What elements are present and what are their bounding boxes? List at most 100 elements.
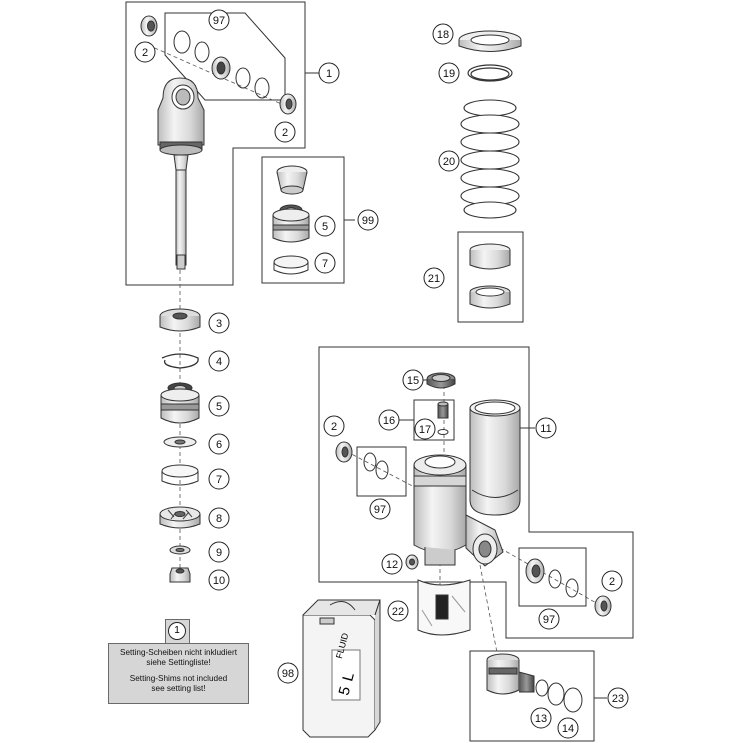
- callout-number: 13: [535, 713, 547, 725]
- callout-circle: [432, 23, 454, 45]
- group-box-spring-seat: [457, 231, 524, 323]
- part-circlip-4: [161, 353, 199, 369]
- part-top-cap-3: [159, 308, 201, 332]
- callout-number: 9: [216, 547, 222, 559]
- callout-2: 2: [134, 41, 156, 63]
- group-box-o-rings-97-right: [518, 547, 587, 607]
- callout-number: 97: [543, 614, 555, 626]
- group-box-damper-body: [318, 346, 634, 639]
- callout-number: 1: [326, 68, 332, 80]
- callout-circle: [357, 209, 379, 231]
- part-reservoir-cylinder: [469, 399, 521, 516]
- callout-9: 9: [208, 541, 230, 563]
- callout-circle: [208, 9, 230, 31]
- callout-circle: [208, 468, 230, 490]
- part-guide-ring-7-kit: [273, 255, 309, 275]
- note-line-en-1: Setting-Shims not included: [129, 674, 228, 683]
- callout-10: 10: [208, 569, 230, 591]
- part-piston-rod-eye: [157, 77, 205, 270]
- callout-number: 2: [609, 576, 615, 588]
- part-spring-retainer-18: [458, 30, 522, 52]
- callout-circle: [423, 267, 445, 289]
- callout-circle: [208, 312, 230, 334]
- callout-number: 97: [374, 504, 386, 516]
- callout-number: 2: [331, 421, 337, 433]
- callout-7: 7: [314, 252, 336, 274]
- callout-number: 6: [216, 439, 222, 451]
- part-bearing-97-right: [525, 558, 579, 598]
- note-ref-callout: 1: [168, 622, 186, 640]
- callout-number: 12: [386, 559, 398, 571]
- callout-circle: [557, 717, 579, 739]
- note-line-de-2: siehe Settingliste!: [146, 658, 211, 667]
- callout-circle: [607, 687, 629, 709]
- callout-circle: [378, 409, 400, 431]
- part-bushing-2-body-left: [335, 441, 353, 463]
- callout-23: 23: [607, 687, 629, 709]
- callout-circle: [538, 608, 560, 630]
- callout-number: 16: [383, 415, 395, 427]
- callout-17: 17: [414, 418, 436, 440]
- callout-4: 4: [208, 350, 230, 372]
- callout-number: 97: [213, 15, 225, 27]
- callout-circle: [369, 498, 391, 520]
- callout-number: 2: [142, 47, 148, 59]
- group-box-adjuster-23: [469, 650, 595, 742]
- callout-19: 19: [438, 62, 460, 84]
- callout-circle: [274, 121, 296, 143]
- callout-5: 5: [208, 395, 230, 417]
- callout-number: 99: [362, 215, 374, 227]
- callout-circle: [208, 350, 230, 372]
- callout-circle: [402, 369, 424, 391]
- callout-99: 99: [357, 209, 379, 231]
- callout-circle: [323, 415, 345, 437]
- callout-number: 11: [540, 423, 551, 435]
- callout-12: 12: [381, 553, 403, 575]
- callout-circle: [601, 570, 623, 592]
- callout-number: 14: [562, 723, 574, 735]
- note-line-en-2: see setting list!: [151, 684, 206, 693]
- callout-circle: [530, 707, 552, 729]
- callout-98: 98: [277, 662, 299, 684]
- callout-circle: [381, 553, 403, 575]
- part-coil-spring-20: [460, 99, 520, 219]
- callout-number: 18: [437, 29, 449, 41]
- setting-shims-note: Setting-Scheiben nicht inkludiert siehe …: [108, 643, 249, 704]
- callout-number: 7: [216, 474, 222, 486]
- part-bushing-2-right: [594, 595, 612, 617]
- part-washer-9: [169, 545, 191, 555]
- callout-number: 15: [407, 375, 419, 387]
- callout-18: 18: [432, 23, 454, 45]
- part-washer-6: [163, 436, 197, 448]
- part-bushing-2-lower: [279, 93, 297, 115]
- callout-13: 13: [530, 707, 552, 729]
- callout-8: 8: [208, 507, 230, 529]
- callout-circle: [535, 417, 557, 439]
- callout-number: 10: [213, 575, 225, 587]
- callout-1: 1: [318, 62, 340, 84]
- part-dust-wiper-99: [276, 165, 308, 195]
- part-fluid-can-98: [302, 599, 381, 738]
- callout-number: 20: [443, 156, 455, 168]
- callout-circle: [318, 62, 340, 84]
- callout-number: 5: [216, 401, 222, 413]
- callout-number: 2: [282, 127, 288, 139]
- callout-97: 97: [208, 9, 230, 31]
- callout-11: 11: [535, 417, 557, 439]
- part-label-sticker-22: [417, 579, 471, 636]
- part-adjust-ring-21: [469, 243, 511, 309]
- callout-97: 97: [369, 498, 391, 520]
- part-main-cylinder: [413, 454, 504, 567]
- callout-14: 14: [557, 717, 579, 739]
- part-piston-8: [159, 506, 201, 529]
- callout-number: 23: [612, 693, 624, 705]
- note-line-de-1: Setting-Scheiben nicht inkludiert: [120, 648, 237, 657]
- part-bolt-12: [405, 554, 419, 570]
- callout-number: 22: [392, 606, 404, 618]
- callout-circle: [277, 662, 299, 684]
- callout-22: 22: [387, 600, 409, 622]
- callout-number: 7: [322, 258, 328, 270]
- note-tab: 1: [165, 619, 190, 643]
